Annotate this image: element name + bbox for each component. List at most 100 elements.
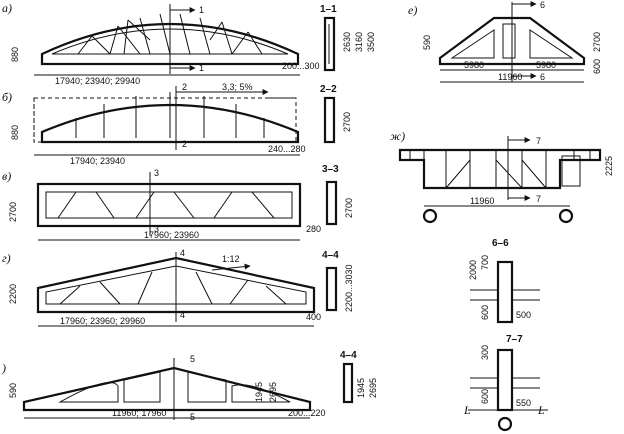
truss-g-diagonals <box>59 271 287 305</box>
truss-a-outline <box>40 23 300 66</box>
truss-v-inner <box>45 191 293 219</box>
sec-77-l1: L <box>463 403 471 417</box>
dim-a-span-text: 17940; 23940; 29940 <box>55 76 140 86</box>
sec-g-height: 2200...3030 <box>344 264 354 312</box>
sec-a-h3: 3500 <box>366 32 376 52</box>
dim-zh-height: 2225 <box>604 156 614 176</box>
sec-66-flanges <box>470 289 540 301</box>
truss-a-diagonals <box>91 19 249 55</box>
sec-77-d3: 550 <box>516 398 531 408</box>
sec-v-height: 2700 <box>344 198 354 218</box>
truss-zh-wheel-left <box>422 208 438 224</box>
section-a-mark-bottom: 1 <box>199 63 204 73</box>
truss-v-outline <box>36 182 302 228</box>
section-g-mark-bottom: 4 <box>180 310 185 320</box>
sec-d-h1: 1945 <box>356 378 366 398</box>
dim-b-range: 240...280 <box>268 144 306 154</box>
panel-d-letter: ) <box>1 361 6 375</box>
section-77: 7–7 300 600 550 L L <box>463 334 548 432</box>
dim-d-end-h: 590 <box>8 383 18 398</box>
truss-g-inner <box>45 265 307 305</box>
sec-a-h2: 3160 <box>354 32 364 52</box>
dim-a-range: 200...300 <box>282 61 320 71</box>
panel-e: е) 6 6 590 2700 600 5980 5980 11960 <box>408 0 602 83</box>
sec-a-h1: 2630 <box>342 32 352 52</box>
section-zh-mark-bottom: 7 <box>536 194 541 204</box>
panel-g-letter: г) <box>2 251 11 265</box>
panel-b-letter: б) <box>2 90 12 104</box>
panel-zh: ж) 7 7 11960 2225 <box>390 129 614 224</box>
truss-e-outline <box>438 16 586 66</box>
section-b-mark-bottom: 2 <box>182 139 187 149</box>
dim-e-half1: 5980 <box>464 60 484 70</box>
sec-d-title: 4–4 <box>340 350 357 361</box>
dim-d-range: 200...220 <box>288 408 326 418</box>
dim-g-height: 2200 <box>8 284 18 304</box>
sec-77-post <box>496 348 514 412</box>
truss-zh-outline <box>398 148 602 190</box>
sec-77-wheel <box>497 416 513 432</box>
truss-zh-wheel-right <box>558 208 574 224</box>
dim-e-bot: 600 <box>592 59 602 74</box>
sec-v-title: 3–3 <box>322 164 339 175</box>
dim-g-span-text: 17960; 23960; 29960 <box>60 316 145 326</box>
truss-e-post <box>502 23 516 59</box>
panel-zh-letter: ж) <box>390 129 405 143</box>
sec-v-shape <box>325 180 338 226</box>
truss-zh-verticals <box>409 150 591 188</box>
sec-77-flanges <box>470 377 540 389</box>
slope-g-text: 1:12 <box>222 254 240 264</box>
sec-b-title: 2–2 <box>320 84 337 95</box>
truss-g-outline <box>36 256 316 314</box>
dim-e-half2: 5980 <box>536 60 556 70</box>
panel-d: ) 5 5 11960; 17960 590 1945 2695 200...2… <box>1 350 378 422</box>
slope-g-arrow <box>211 263 251 271</box>
dim-a-end-h: 880 <box>10 47 20 62</box>
section-e-mark-bottom: 6 <box>540 72 545 82</box>
panel-a-letter: а) <box>2 1 12 15</box>
section-v-mark-top: 3 <box>154 168 159 178</box>
slope-b-text: 3,3; 5% <box>222 82 253 92</box>
sec-a-title: 1–1 <box>320 4 337 15</box>
section-66: 6–6 2000 700 600 500 <box>468 238 540 324</box>
truss-a <box>40 13 300 66</box>
dim-e-mid: 2700 <box>592 32 602 52</box>
truss-b-outline <box>40 103 300 144</box>
section-g-mark-top: 4 <box>180 248 185 258</box>
truss-zh-rack <box>561 155 581 187</box>
truss-zh-diagonals <box>445 159 547 189</box>
truss-b-verticals <box>75 92 265 138</box>
panel-v: в) 3 3 17960; 23960 2700 280 3–3 2700 <box>2 164 354 241</box>
sec-a-shape <box>323 16 336 72</box>
truss-b-dash-extra <box>33 97 296 142</box>
section-b-mark-top: 2 <box>182 82 187 92</box>
dim-b-end-h: 880 <box>10 125 20 140</box>
dim-g-w: 400 <box>306 312 321 322</box>
section-a-mark-top: 1 <box>199 5 204 15</box>
sec-d-h2: 2695 <box>368 378 378 398</box>
panel-v-letter: в) <box>2 169 11 183</box>
dim-b-span-text: 17940; 23940 <box>70 156 125 166</box>
panel-b: б) 2 3,3; 5% 2 17940; 23940 240...280 88… <box>2 82 352 166</box>
dim-v-span-text: 17960; 23960 <box>144 230 199 240</box>
dim-e-span-text: 11960 <box>498 72 522 82</box>
dim-d-h1: 1945 <box>254 382 264 402</box>
dim-d-h2: 2695 <box>268 382 278 402</box>
section-d-mark-bottom: 5 <box>190 412 195 422</box>
sec-66-d3: 600 <box>480 305 490 320</box>
sec-g-shape <box>325 266 338 312</box>
truss-v-diagonals <box>57 191 275 219</box>
sec-66-title: 6–6 <box>492 238 509 249</box>
truss-a-inner <box>51 28 289 55</box>
sec-b-shape <box>323 96 336 144</box>
sec-66-d1: 2000 <box>468 260 478 280</box>
panel-e-letter: е) <box>408 3 417 17</box>
sec-66-post <box>496 260 514 324</box>
dim-v-w: 280 <box>306 224 321 234</box>
sec-66-d2: 700 <box>480 255 490 270</box>
dim-v-height: 2700 <box>8 202 18 222</box>
sec-77-title: 7–7 <box>506 334 523 345</box>
sec-66-d4: 500 <box>516 310 531 320</box>
section-d-mark-top: 5 <box>190 354 195 364</box>
truss-d-openings <box>58 371 291 403</box>
